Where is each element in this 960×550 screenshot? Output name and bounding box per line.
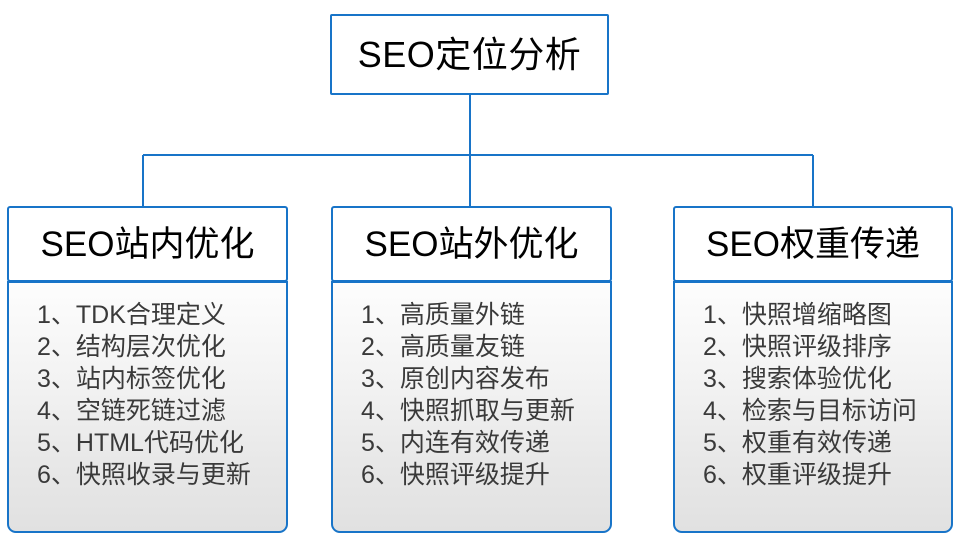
list-item: 2、高质量友链 — [361, 333, 525, 361]
list-item: 1、TDK合理定义 — [37, 301, 226, 329]
branch-list-seo-offsite: 1、高质量外链 2、高质量友链 3、原创内容发布 4、快照抓取与更新 5、内连有… — [333, 299, 610, 491]
branch-body-seo-weight: 1、快照增缩略图 2、快照评级排序 3、搜索体验优化 4、检索与目标访问 5、权… — [673, 281, 953, 533]
list-item: 4、检索与目标访问 — [703, 397, 917, 425]
list-item: 4、快照抓取与更新 — [361, 397, 575, 425]
list-item: 3、搜索体验优化 — [703, 365, 892, 393]
branch-body-seo-offsite: 1、高质量外链 2、高质量友链 3、原创内容发布 4、快照抓取与更新 5、内连有… — [331, 281, 612, 533]
branch-list-seo-onsite: 1、TDK合理定义 2、结构层次优化 3、站内标签优化 4、空链死链过滤 5、H… — [9, 299, 286, 491]
branch-header-seo-onsite[interactable]: SEO站内优化 — [7, 206, 288, 282]
list-item: 3、站内标签优化 — [37, 365, 226, 393]
branch-header-seo-offsite[interactable]: SEO站外优化 — [331, 206, 612, 282]
branch-body-seo-onsite: 1、TDK合理定义 2、结构层次优化 3、站内标签优化 4、空链死链过滤 5、H… — [7, 281, 288, 533]
list-item: 5、HTML代码优化 — [37, 429, 244, 457]
root-node[interactable]: SEO定位分析 — [330, 14, 609, 95]
list-item: 4、空链死链过滤 — [37, 397, 226, 425]
branch-card-seo-offsite[interactable]: SEO站外优化 1、高质量外链 2、高质量友链 3、原创内容发布 4、快照抓取与… — [331, 206, 612, 533]
branch-title-seo-onsite: SEO站内优化 — [40, 224, 255, 264]
root-node-title: SEO定位分析 — [357, 33, 582, 75]
list-item: 2、快照评级排序 — [703, 333, 892, 361]
list-item: 1、高质量外链 — [361, 301, 525, 329]
branch-title-seo-offsite: SEO站外优化 — [364, 224, 579, 264]
list-item: 5、权重有效传递 — [703, 429, 892, 457]
list-item: 1、快照增缩略图 — [703, 301, 892, 329]
list-item: 2、结构层次优化 — [37, 333, 226, 361]
branch-list-seo-weight: 1、快照增缩略图 2、快照评级排序 3、搜索体验优化 4、检索与目标访问 5、权… — [675, 299, 951, 491]
branch-header-seo-weight[interactable]: SEO权重传递 — [673, 206, 953, 282]
branch-card-seo-onsite[interactable]: SEO站内优化 1、TDK合理定义 2、结构层次优化 3、站内标签优化 4、空链… — [7, 206, 288, 533]
list-item: 6、快照收录与更新 — [37, 461, 251, 489]
list-item: 6、快照评级提升 — [361, 461, 550, 489]
list-item: 6、权重评级提升 — [703, 461, 892, 489]
branch-title-seo-weight: SEO权重传递 — [706, 224, 920, 264]
list-item: 3、原创内容发布 — [361, 365, 550, 393]
list-item: 5、内连有效传递 — [361, 429, 550, 457]
branch-card-seo-weight[interactable]: SEO权重传递 1、快照增缩略图 2、快照评级排序 3、搜索体验优化 4、检索与… — [673, 206, 953, 533]
